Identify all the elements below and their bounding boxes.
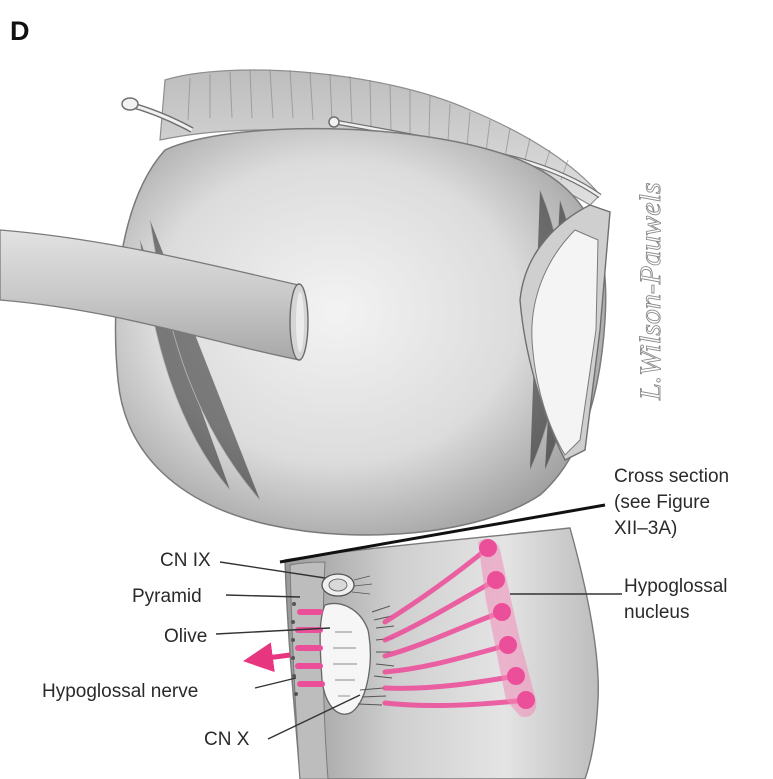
hypoglossal-output-arrow [252,655,290,660]
panel-letter: D [10,16,30,46]
label-pyramid: Pyramid [132,586,202,607]
label-hypoglossal-nucleus-line1: Hypoglossal [624,576,728,597]
label-cn-x: CN X [204,729,250,750]
label-cross-section-line1: Cross section [614,466,729,487]
label-cn-ix: CN IX [160,550,211,571]
olive [320,604,370,715]
label-cross-section-line2: (see Figure [614,492,710,513]
label-cross-section-line3: XII–3A) [614,518,677,539]
label-hypoglossal-nucleus-line2: nucleus [624,602,690,623]
artist-signature: L.Wilson-Pauwels [634,182,667,401]
label-hypoglossal-nerve: Hypoglossal nerve [42,681,198,702]
label-olive: Olive [164,626,207,647]
